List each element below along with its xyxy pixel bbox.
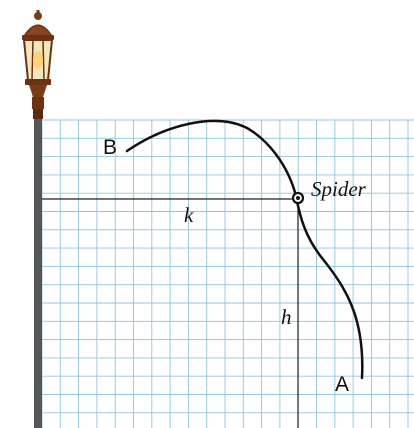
label-spider: Spider — [311, 177, 367, 201]
spider-point-marker — [291, 191, 305, 205]
label-point-b: B — [103, 136, 117, 159]
label-h: h — [281, 305, 292, 329]
graph-paper-grid — [41, 119, 414, 428]
label-k: k — [184, 203, 194, 227]
street-lamp-icon — [22, 10, 54, 119]
lamp-pole — [34, 118, 42, 428]
label-point-a: A — [335, 373, 349, 396]
